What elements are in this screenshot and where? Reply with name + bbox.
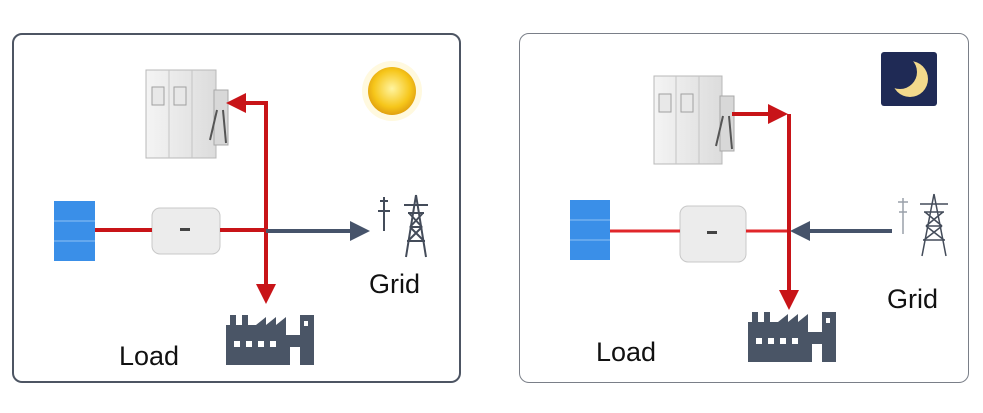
inverter-icon bbox=[151, 207, 221, 255]
solar-panel-icon bbox=[54, 201, 95, 261]
transmission-tower-icon bbox=[378, 194, 428, 258]
inverter-icon bbox=[679, 205, 747, 263]
energy-storage-cabinet-icon bbox=[145, 69, 229, 159]
factory-icon bbox=[226, 315, 314, 365]
load-label: Load bbox=[596, 337, 657, 367]
sun-icon bbox=[362, 61, 422, 121]
factory-icon bbox=[748, 312, 836, 362]
daytime-panel: Load Grid bbox=[12, 33, 461, 383]
daytime-flow-diagram bbox=[54, 61, 428, 365]
grid-label: Grid bbox=[887, 284, 939, 314]
transmission-tower-icon bbox=[898, 193, 948, 257]
solar-panel-icon bbox=[570, 200, 610, 260]
energy-storage-cabinet-icon bbox=[653, 75, 735, 165]
moon-icon bbox=[881, 52, 937, 106]
nighttime-panel: Load Grid bbox=[519, 33, 969, 383]
nighttime-flow-diagram bbox=[570, 52, 948, 362]
grid-label: Grid bbox=[369, 269, 421, 299]
load-label: Load bbox=[119, 341, 180, 371]
